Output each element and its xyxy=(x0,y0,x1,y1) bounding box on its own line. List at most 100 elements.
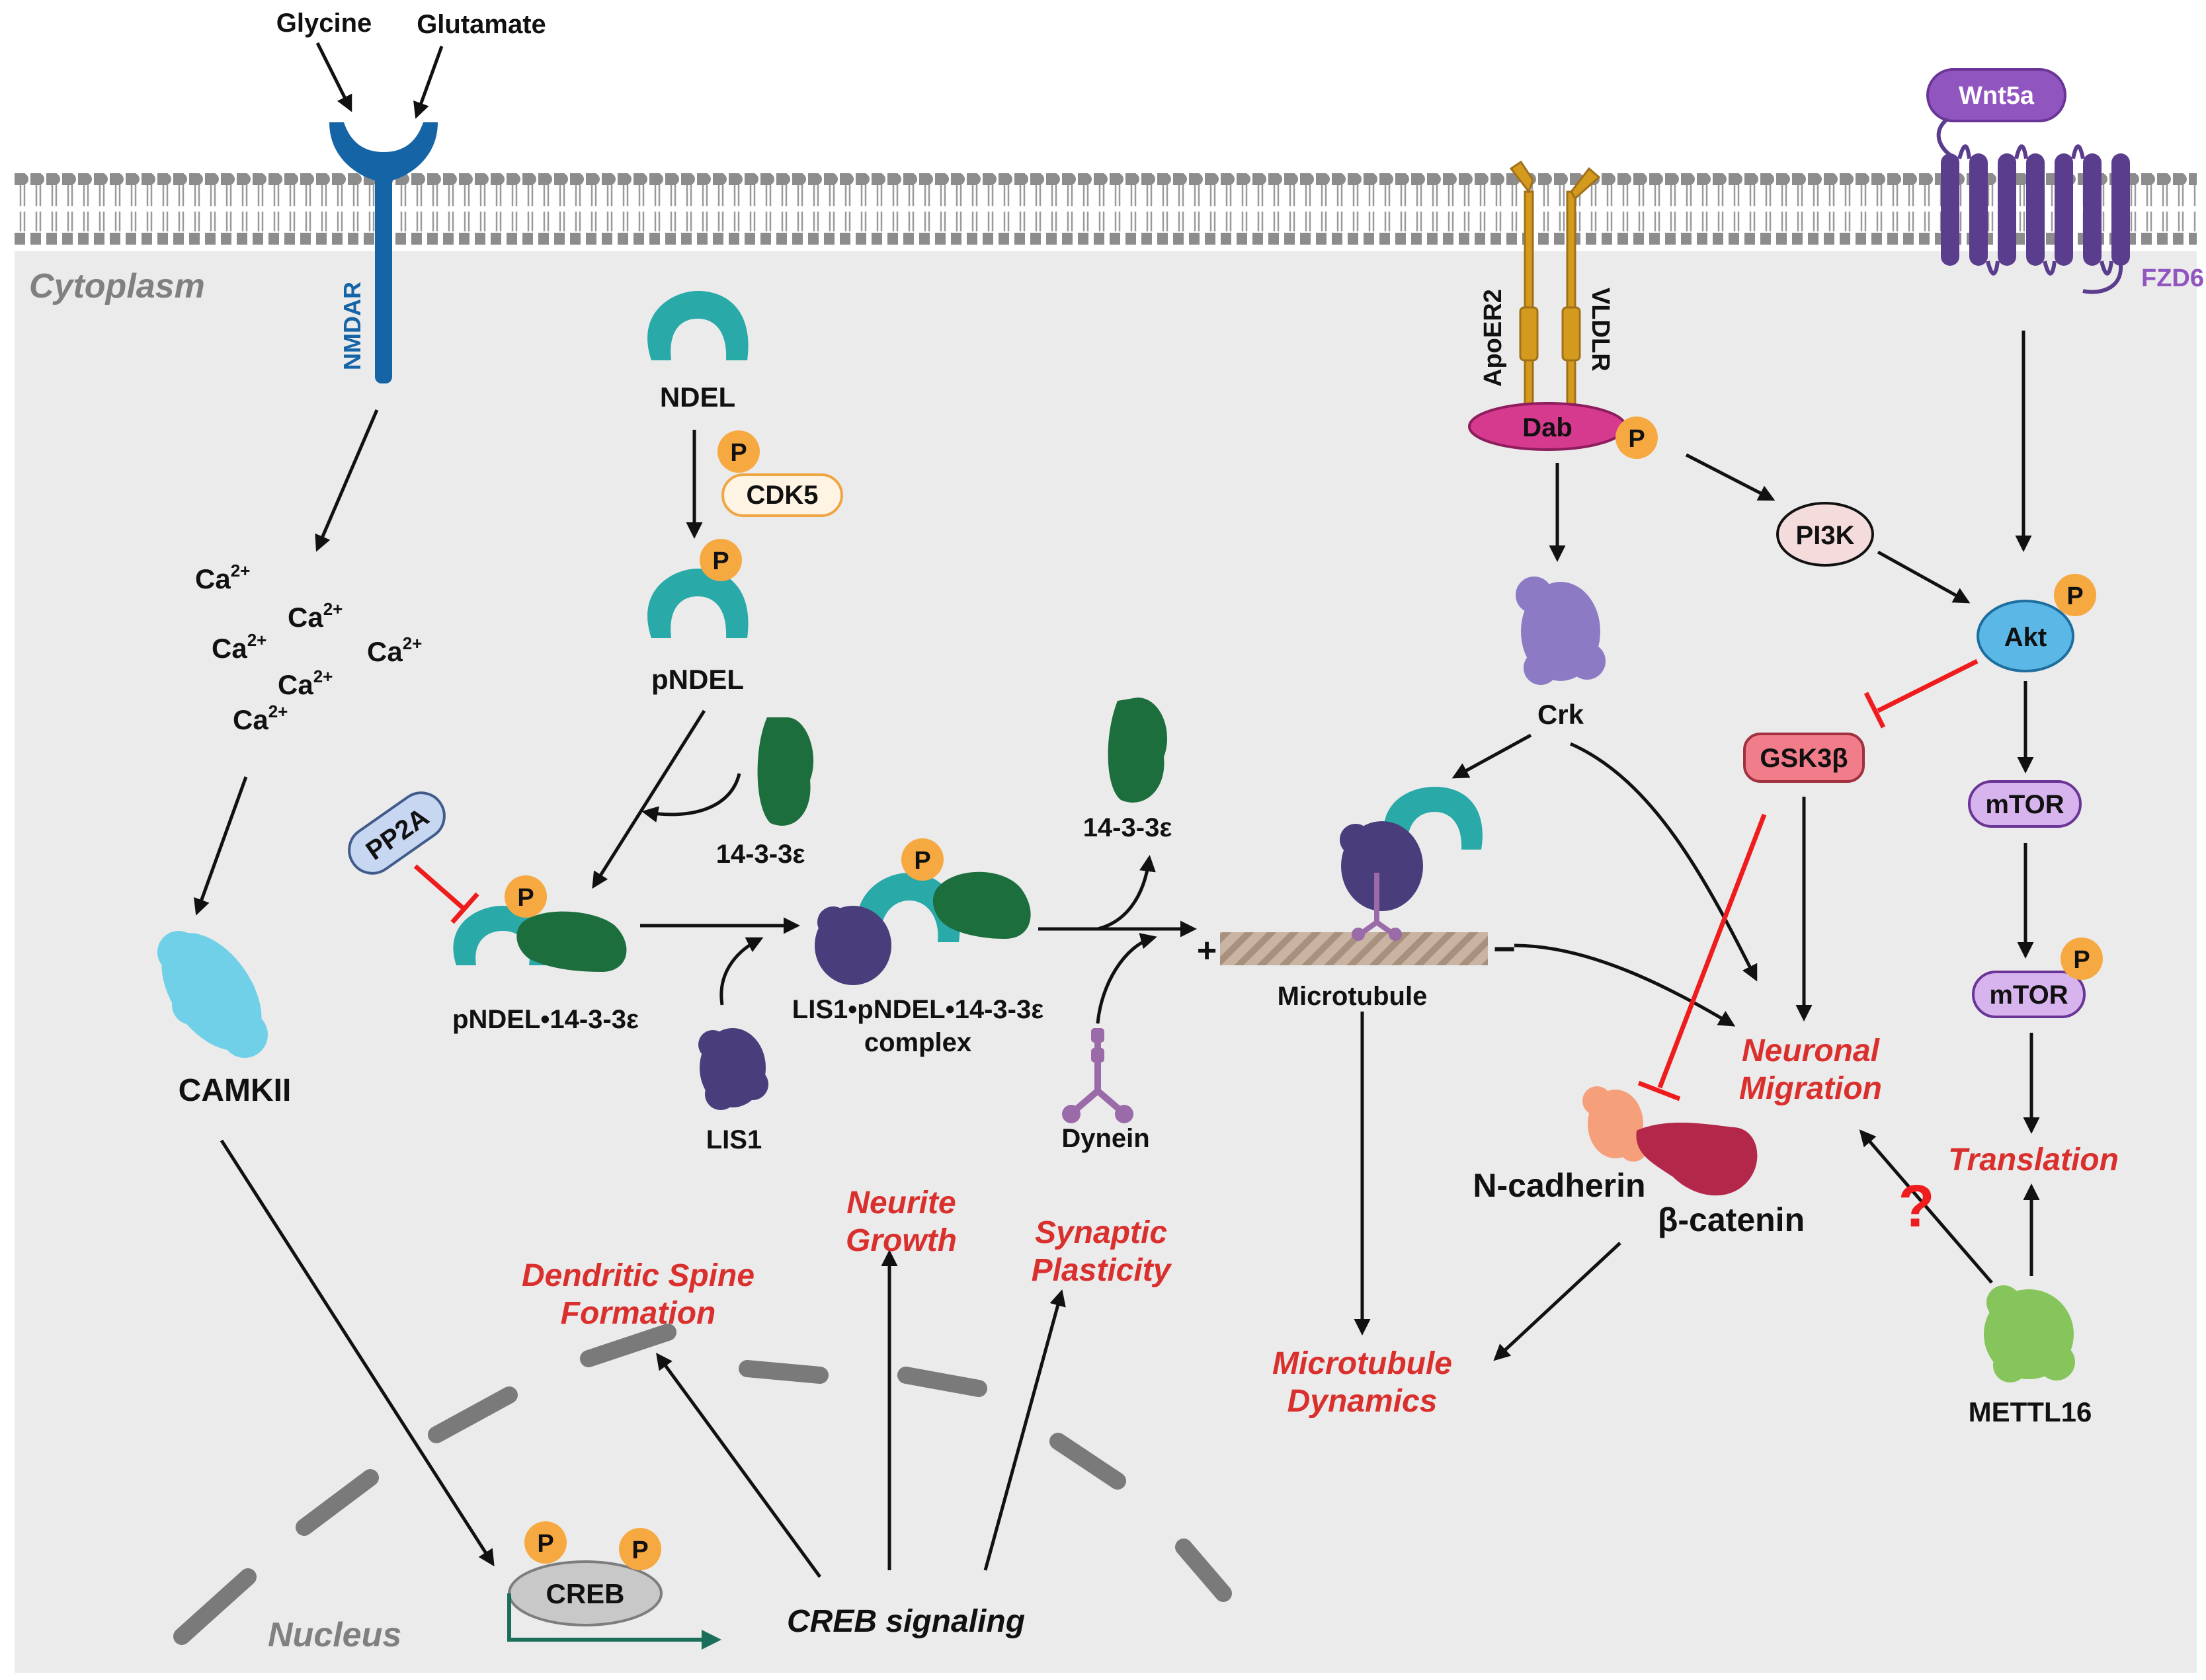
svg-text:P: P xyxy=(2073,946,2090,974)
ywhae-protein xyxy=(757,717,814,826)
nmdar-to-ca-arrow xyxy=(315,409,379,552)
apoer2-receptor xyxy=(1509,160,1539,418)
wnt5a-ligand xyxy=(1926,68,2066,122)
neurite-growth-line1: Neurite xyxy=(846,1185,956,1220)
ndel-label: NDEL xyxy=(660,381,735,413)
pp2a-inhibition-bar xyxy=(450,892,479,924)
akt-inhibits-gsk3b-line xyxy=(1877,659,1979,713)
creb-to-spine-arrow xyxy=(656,1352,822,1578)
unknown-link-icon: ? xyxy=(1899,1174,1935,1240)
glycine-arrow xyxy=(315,42,352,112)
mtor-label: mTOR xyxy=(1985,790,2064,819)
creb-to-plasticity-arrow xyxy=(983,1289,1066,1571)
bcatenin-protein xyxy=(1636,1123,1758,1196)
dab-phospho-icon xyxy=(1615,417,1658,459)
lis1-complex-phospho: P xyxy=(914,847,930,875)
svg-text:Ca2+: Ca2+ xyxy=(278,666,333,700)
neurite-growth-line2: Growth xyxy=(846,1223,957,1258)
nuclear-envelope xyxy=(173,1324,1232,1645)
svg-text:P: P xyxy=(1628,425,1645,453)
pndel-protein xyxy=(647,539,749,638)
microtubule-to-migration-arrow xyxy=(1514,943,1736,1027)
cdk5-phospho-icon xyxy=(717,430,760,473)
cytoplasm-region xyxy=(15,251,2197,1673)
nmdar-receptor xyxy=(329,122,438,383)
camkii-protein xyxy=(157,931,268,1058)
fzd6-label: FZD6 xyxy=(2141,264,2204,292)
pndel-complex-label: pNDEL•14-3-3ε xyxy=(452,1005,639,1034)
glutamate-arrow xyxy=(413,46,444,119)
svg-text:P: P xyxy=(730,439,747,467)
nmdar-label: NMDAR xyxy=(339,282,366,370)
synaptic-plasticity-line1: Synaptic xyxy=(1035,1215,1167,1250)
complex-phospho: P xyxy=(517,884,534,912)
ncadherin-protein xyxy=(1582,1086,1648,1162)
microtubule-minus-end: − xyxy=(1493,928,1516,971)
fzd6-receptor xyxy=(1936,117,2130,294)
microtubule-plus-end: + xyxy=(1197,932,1217,970)
crk-to-migration-arrow xyxy=(1569,742,1758,982)
lis1-protein xyxy=(698,1028,768,1110)
ndel-protein xyxy=(647,291,749,360)
dynein-binding-arrow xyxy=(1096,933,1157,1024)
mettl16-label: METTL16 xyxy=(1969,1396,2092,1427)
dendritic-spine-line1: Dendritic Spine xyxy=(522,1258,755,1293)
creb-phospho-1: P xyxy=(537,1530,553,1558)
lis1-label: LIS1 xyxy=(706,1125,762,1154)
creb-phospho-2: P xyxy=(632,1537,648,1564)
mtor-phospho-protein xyxy=(1972,971,2086,1018)
bcatenin-label: β-catenin xyxy=(1658,1201,1805,1238)
microtubule-dynamics-line1: Microtubule xyxy=(1272,1346,1452,1381)
svg-text:P: P xyxy=(2066,582,2083,610)
nucleus-label: Nucleus xyxy=(268,1616,401,1654)
apoer2-label: ApoER2 xyxy=(1479,289,1507,387)
lis1-pndel-ywhae-complex xyxy=(815,838,1031,985)
svg-text:Ca2+: Ca2+ xyxy=(212,630,266,664)
catenin-to-dynamics-arrow xyxy=(1493,1242,1621,1361)
gsk3b-kinase xyxy=(1743,733,1865,783)
lis1-complex-line1: LIS1•pNDEL•14-3-3ε xyxy=(792,995,1043,1024)
neuronal-migration-line2: Migration xyxy=(1739,1071,1882,1106)
akt-label: Akt xyxy=(2004,623,2047,652)
ncadherin-label: N-cadherin xyxy=(1473,1167,1645,1204)
translation-label: Translation xyxy=(1948,1142,2119,1178)
mettl16-to-migration-arrow xyxy=(1859,1129,1993,1284)
microtubule-bound-complex xyxy=(1340,787,1483,941)
wnt5a-label: Wnt5a xyxy=(1959,82,2035,110)
dab-to-pi3k-arrow xyxy=(1685,453,1776,501)
crk-protein xyxy=(1516,577,1606,685)
pi3k-protein xyxy=(1776,502,1874,567)
cdk5-label: CDK5 xyxy=(747,481,819,510)
mtor-phospho-label: mTOR xyxy=(1989,980,2068,1010)
ywhae-release-arrow xyxy=(1097,855,1156,931)
svg-text:Ca2+: Ca2+ xyxy=(195,561,250,594)
cell-membrane xyxy=(15,172,2197,245)
creb-label: CREB xyxy=(546,1578,624,1609)
creb-signaling-label: CREB signaling xyxy=(787,1604,1025,1639)
glutamate-label: Glutamate xyxy=(417,10,546,39)
akt-phospho-icon xyxy=(2054,574,2096,616)
mtor-phospho-icon xyxy=(2061,938,2103,980)
pi3k-to-akt-arrow xyxy=(1877,550,1971,604)
microtubule-label: Microtubule xyxy=(1278,982,1428,1011)
gsk3b-label: GSK3β xyxy=(1760,744,1848,773)
lis1-complex-line2: complex xyxy=(864,1028,971,1057)
ywhae-released-protein xyxy=(1108,698,1168,803)
crk-to-complex-arrow xyxy=(1451,733,1532,779)
svg-text:Ca2+: Ca2+ xyxy=(233,701,288,735)
ywhae-label: 14-3-3ε xyxy=(716,840,805,869)
akt-inhibits-gsk3b-bar xyxy=(1863,692,1886,729)
dab-label: Dab xyxy=(1522,413,1573,442)
svg-text:Ca2+: Ca2+ xyxy=(288,599,343,633)
creb-transcription-arrow xyxy=(507,1593,721,1650)
lis1-binding-arrow xyxy=(719,937,764,1006)
cdk5-kinase xyxy=(721,473,843,517)
pndel-to-complex-arrow xyxy=(592,709,706,889)
dynein-label: Dynein xyxy=(1061,1124,1149,1153)
neuronal-migration-line1: Neuronal xyxy=(1742,1033,1881,1068)
mtor-protein xyxy=(1968,780,2082,828)
gsk3b-inhibits-catenin-bar xyxy=(1637,1080,1681,1101)
ca-to-camkii-arrow xyxy=(194,776,248,916)
glycine-label: Glycine xyxy=(276,9,372,38)
